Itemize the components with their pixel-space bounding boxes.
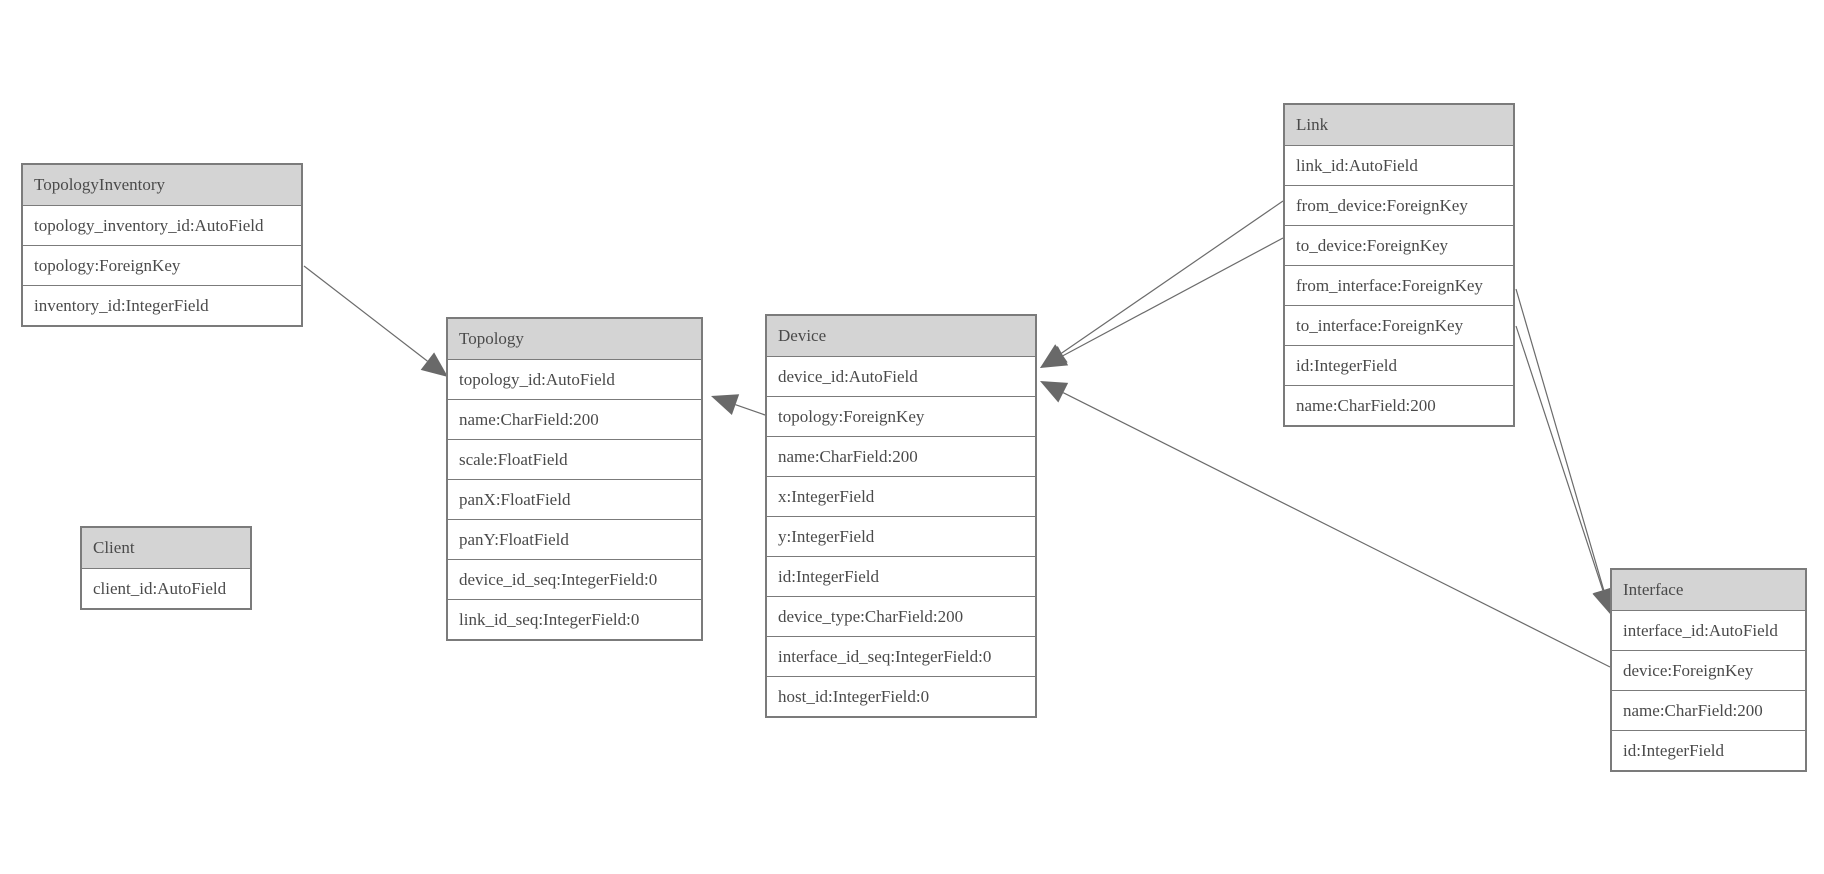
entity-title: Topology [448, 319, 701, 360]
entity-field: client_id:AutoField [82, 569, 250, 608]
relation-link-from-interface [1515, 288, 1615, 615]
entity-field: name:CharField:200 [448, 400, 701, 440]
relation-arrowhead-icon [711, 394, 740, 416]
relation-interface-device [1040, 381, 1611, 668]
entity-field: from_device:ForeignKey [1285, 186, 1513, 226]
entity-field: device_id_seq:IntegerField:0 [448, 560, 701, 600]
relation-arrowhead-icon [1040, 346, 1069, 368]
entity-field: topology_inventory_id:AutoField [23, 206, 301, 246]
relation-arrowhead-icon [1040, 381, 1069, 403]
entity-field: x:IntegerField [767, 477, 1035, 517]
relation-topologyinventory-topology [303, 265, 448, 377]
relation-line [735, 404, 766, 416]
relation-line [1062, 237, 1284, 357]
entity-field: to_interface:ForeignKey [1285, 306, 1513, 346]
relation-line [1515, 325, 1604, 591]
entity-field: topology:ForeignKey [767, 397, 1035, 437]
entity-field: topology_id:AutoField [448, 360, 701, 400]
entity-title: TopologyInventory [23, 165, 301, 206]
relation-link-to-interface [1515, 325, 1614, 615]
entity-field: host_id:IntegerField:0 [767, 677, 1035, 716]
entity-field: from_interface:ForeignKey [1285, 266, 1513, 306]
relation-line [1061, 200, 1284, 354]
relation-arrowhead-icon [420, 352, 448, 377]
relation-line [1062, 392, 1611, 668]
relation-line [1515, 288, 1605, 591]
entity-field: id:IntegerField [1612, 731, 1805, 770]
entity-field: scale:FloatField [448, 440, 701, 480]
entity-field: link_id:AutoField [1285, 146, 1513, 186]
entity-field: id:IntegerField [1285, 346, 1513, 386]
entity-title: Device [767, 316, 1035, 357]
relation-link-from-device [1040, 200, 1284, 368]
entity-field: interface_id:AutoField [1612, 611, 1805, 651]
entity-field: y:IntegerField [767, 517, 1035, 557]
entity-field: name:CharField:200 [1612, 691, 1805, 731]
entity-field: name:CharField:200 [767, 437, 1035, 477]
entity-field: name:CharField:200 [1285, 386, 1513, 425]
entity-field: panX:FloatField [448, 480, 701, 520]
entity-field: device_id:AutoField [767, 357, 1035, 397]
entity-field: inventory_id:IntegerField [23, 286, 301, 325]
entity-field: link_id_seq:IntegerField:0 [448, 600, 701, 639]
relation-arrowhead-icon [1592, 586, 1614, 615]
relation-device-topology [711, 394, 766, 416]
entity-field: panY:FloatField [448, 520, 701, 560]
entity-title: Link [1285, 105, 1513, 146]
relation-link-to-device [1040, 237, 1284, 368]
entity-title: Interface [1612, 570, 1805, 611]
entity-field: topology:ForeignKey [23, 246, 301, 286]
entity-field: interface_id_seq:IntegerField:0 [767, 637, 1035, 677]
entity-field: device:ForeignKey [1612, 651, 1805, 691]
entity-field: to_device:ForeignKey [1285, 226, 1513, 266]
entity-title: Client [82, 528, 250, 569]
relation-line [303, 265, 428, 362]
entity-field: device_type:CharField:200 [767, 597, 1035, 637]
entity-field: id:IntegerField [767, 557, 1035, 597]
